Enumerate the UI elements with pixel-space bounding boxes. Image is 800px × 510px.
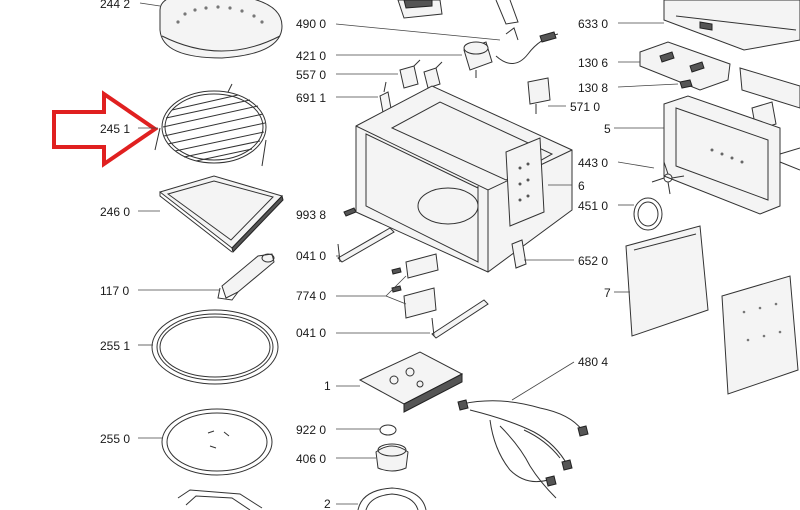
part-1-base-plate: [358, 351, 464, 413]
part-255-1-roller-ring: [151, 309, 279, 385]
part-7-panel: [625, 225, 709, 337]
part-roller-support-bottom: [177, 489, 263, 510]
label-6: 6: [578, 179, 585, 193]
label-1: 1: [324, 379, 331, 393]
label-451-0: 451 0: [578, 199, 608, 213]
label-691-1: 691 1: [296, 91, 326, 105]
label-652-0: 652 0: [578, 254, 608, 268]
label-774-0: 774 0: [296, 289, 326, 303]
label-255-0: 255 0: [100, 432, 130, 446]
part-244-2-cover: [159, 0, 283, 59]
highlight-arrow-icon: [52, 90, 159, 168]
part-246-0-tray: [158, 175, 284, 253]
part-406-0-drive-motor: [375, 443, 409, 472]
label-2: 2: [324, 497, 331, 510]
part-130-6-board: [639, 41, 731, 91]
part-2-ring: [357, 487, 427, 510]
label-245-1: 245 1: [100, 122, 130, 136]
label-041-0-upper: 041 0: [296, 249, 326, 263]
part-451-0-fan-ring: [633, 197, 663, 231]
label-421-0: 421 0: [296, 49, 326, 63]
part-5-side-panel: [663, 95, 781, 215]
label-244-2: 244 2: [100, 0, 130, 11]
part-490-0-cable: [495, 27, 559, 64]
part-557-0-switches: [399, 59, 443, 89]
part-480-4-harness: [457, 399, 589, 499]
part-421-0-motor: [463, 41, 493, 78]
label-117-0: 117 0: [100, 284, 129, 298]
part-right-edge-cut: [739, 67, 800, 171]
label-130-6: 130 6: [578, 56, 608, 70]
label-993-8: 993 8: [296, 208, 326, 222]
label-557-0: 557 0: [296, 68, 326, 82]
part-633-0-panel: [663, 0, 800, 51]
part-652-0-switch: [511, 239, 527, 269]
part-041-0-rail-upper: [337, 227, 395, 263]
part-130-8-connector: [679, 79, 693, 89]
label-246-0: 246 0: [100, 205, 130, 219]
label-443-0: 443 0: [578, 156, 608, 170]
label-571-0: 571 0: [570, 100, 600, 114]
label-633-0: 633 0: [578, 17, 608, 31]
label-5: 5: [604, 122, 611, 136]
label-041-0-lower: 041 0: [296, 326, 326, 340]
part-774-0-brackets: [391, 253, 439, 319]
part-041-0-rail-lower: [431, 299, 489, 339]
part-top-center-cut: [397, 0, 519, 25]
part-571-0-block: [527, 77, 551, 114]
label-922-0: 922 0: [296, 423, 326, 437]
label-130-8: 130 8: [578, 81, 608, 95]
label-406-0: 406 0: [296, 452, 326, 466]
part-993-8-screw: [343, 207, 357, 217]
label-255-1: 255 1: [100, 339, 130, 353]
part-oven-cavity: [355, 85, 573, 273]
part-922-0-washer: [379, 424, 397, 436]
part-245-1-grill-rack: [154, 83, 267, 167]
part-back-panel: [721, 275, 799, 395]
part-443-0-fan: [651, 161, 685, 195]
label-7: 7: [604, 286, 611, 300]
label-490-0: 490 0: [296, 17, 326, 31]
part-255-0-turntable: [161, 408, 273, 476]
label-480-4: 480 4: [578, 355, 608, 369]
part-117-0-coupler: [217, 253, 275, 301]
